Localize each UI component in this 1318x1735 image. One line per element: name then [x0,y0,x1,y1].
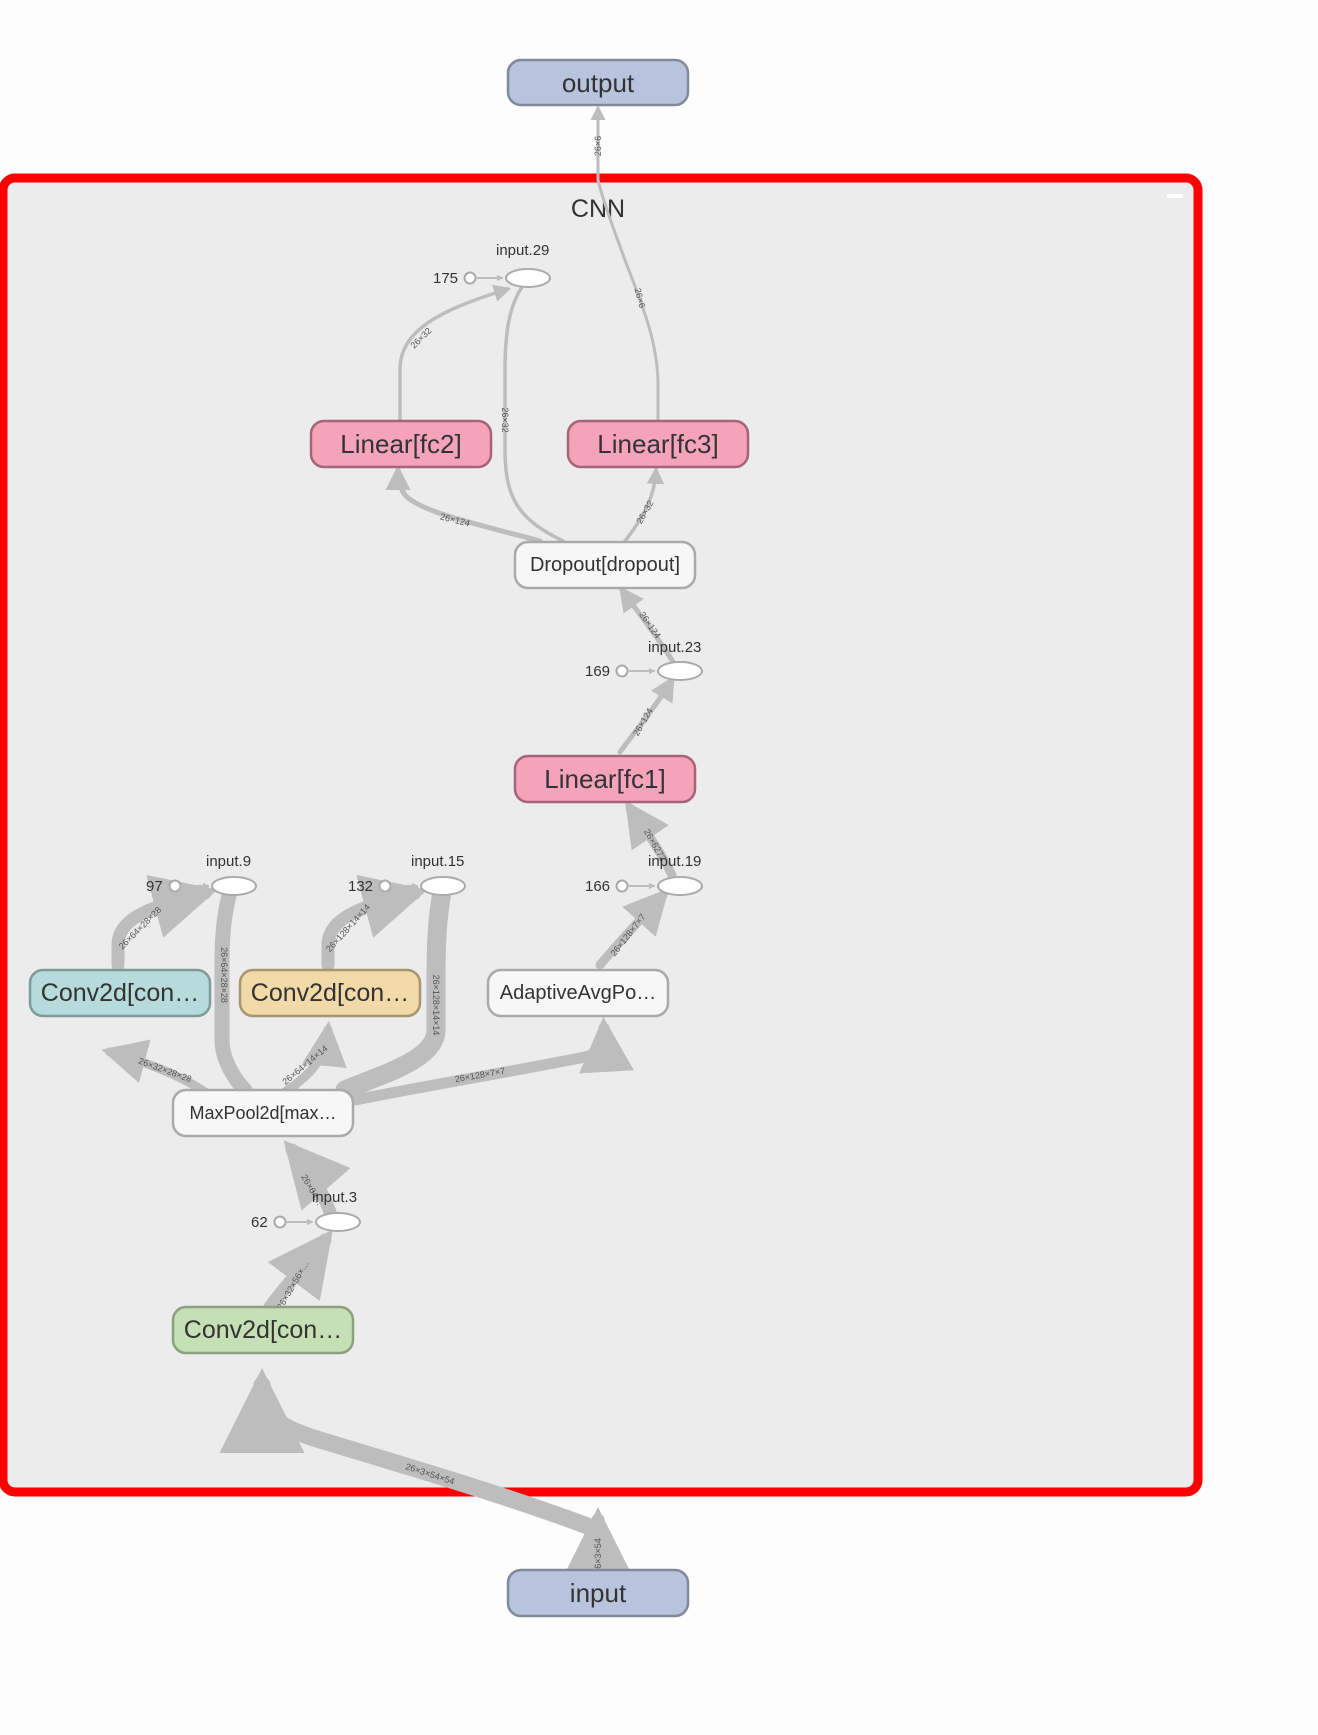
conv2d-c-box[interactable] [171,1305,355,1355]
maxpool-node[interactable]: MaxPool2d[max… [171,1088,355,1138]
edge-input23-to-dropout [619,585,676,665]
op-input29-ellipse[interactable] [505,268,551,288]
op-input9-constant: 97 [146,878,163,895]
op-input19-constant-dot [615,879,629,893]
op-input3-constant: 62 [251,1214,268,1231]
edge-fc1-to-input23 [617,675,675,755]
maxpool-label: MaxPool2d[max… [189,1103,336,1123]
input-node-label: input [570,1578,627,1608]
edge-convc-to-input3 [263,1229,333,1314]
op-input3[interactable]: input.3 62 [251,1189,361,1232]
output-node-label: output [562,68,635,98]
linear-fc1-box[interactable] [513,754,697,804]
linear-fc1-node[interactable]: Linear[fc1] [513,754,697,804]
edge-dropout-to-input29 [503,285,565,543]
edge-input-to-convc [219,1368,607,1539]
edge-label-to-output: 26×6 [593,136,603,156]
op-input23-constant-dot [615,664,629,678]
edge-input3-to-maxpool [283,1140,351,1219]
conv2d-a-label: Conv2d[con… [41,979,199,1007]
op-input9-ellipse[interactable] [211,876,257,896]
op-input9[interactable]: input.9 97 [146,853,257,896]
conv2d-b-label: Conv2d[con… [251,979,409,1007]
conv2d-a-node[interactable]: Conv2d[con… [28,968,212,1018]
input-node[interactable]: input [506,1568,690,1618]
op-input15-constant-dot [378,879,392,893]
op-input23-label: input.23 [648,639,701,656]
op-input19[interactable]: input.19 166 [585,853,703,896]
op-input23[interactable]: input.23 169 [585,639,703,681]
cnn-group-box[interactable] [0,173,1203,1497]
adaptive-avgpool-label: AdaptiveAvgPo… [500,982,656,1004]
edge-input19-to-fc1 [624,800,677,880]
adaptive-avgpool-node[interactable]: AdaptiveAvgPo… [486,968,670,1018]
output-node[interactable]: output [506,58,690,107]
linear-fc2-box[interactable] [309,419,493,469]
dropout-node[interactable]: Dropout[dropout] [513,540,697,590]
dropout-box[interactable] [513,540,697,590]
edge-label-input-in: 26×3×54 [593,1538,603,1574]
op-input23-ellipse[interactable] [657,661,703,681]
conv2d-b-node[interactable]: Conv2d[con… [238,968,422,1018]
edge-label-input9-maxpool: 26×64×28×28 [219,947,229,1003]
edge-label-input15-maxpool: 26×128×14×14 [431,975,441,1036]
edge-input15-to-maxpool [335,882,452,1100]
op-input19-label: input.19 [648,853,701,870]
edge-maxpool-to-avgpool [349,1017,635,1106]
cnn-group-title: CNN [571,195,625,223]
conv2d-a-box[interactable] [28,968,212,1018]
linear-fc2-node[interactable]: Linear[fc2] [309,419,493,469]
op-input15-ellipse[interactable] [420,876,466,896]
op-input19-constant: 166 [585,878,610,895]
linear-fc3-box[interactable] [566,419,750,469]
edge-fc2-to-input29 [398,284,512,422]
linear-fc3-label: Linear[fc3] [597,429,718,459]
conv2d-b-box[interactable] [238,968,422,1018]
linear-fc1-label: Linear[fc1] [544,764,665,794]
output-node-box[interactable] [506,58,690,107]
op-input29-constant: 175 [433,270,458,287]
op-input19-ellipse[interactable] [657,876,703,896]
op-input29-label: input.29 [496,242,549,259]
maxpool-box[interactable] [171,1088,355,1138]
edge-convb-to-input15 [321,874,428,972]
adaptive-avgpool-box[interactable] [486,968,670,1018]
edge-maxpool-to-convb [280,1021,347,1097]
edge-label-dropout-input29: 26×32 [500,407,510,432]
edge-input9-to-maxpool [214,884,253,1098]
op-input3-ellipse[interactable] [315,1212,361,1232]
conv2d-c-label: Conv2d[con… [184,1316,342,1344]
edge-fc3-to-output [596,178,660,422]
op-input15-constant: 132 [348,878,373,895]
linear-fc3-node[interactable]: Linear[fc3] [566,419,750,469]
edge-maxpool-to-conva [101,1039,210,1097]
op-input23-constant: 169 [585,663,610,680]
op-input9-constant-dot [168,879,182,893]
op-input15[interactable]: input.15 132 [348,853,466,896]
linear-fc2-label: Linear[fc2] [340,429,461,459]
op-input15-label: input.15 [411,853,464,870]
group-expand-icon[interactable] [1167,194,1183,198]
edge-conva-to-input9 [111,874,218,972]
edge-dropout-to-fc3 [623,466,665,543]
edge-avgpool-to-input19 [595,888,670,970]
op-input9-label: input.9 [206,853,251,870]
op-input3-constant-dot [273,1215,287,1229]
edge-dropout-to-fc2 [385,465,543,544]
dropout-label: Dropout[dropout] [530,554,680,576]
input-node-box[interactable] [506,1568,690,1618]
conv2d-c-node[interactable]: Conv2d[con… [171,1305,355,1355]
op-input29-constant-dot [463,271,477,285]
op-input29[interactable]: input.29 175 [433,242,551,288]
op-input3-label: input.3 [312,1189,357,1206]
